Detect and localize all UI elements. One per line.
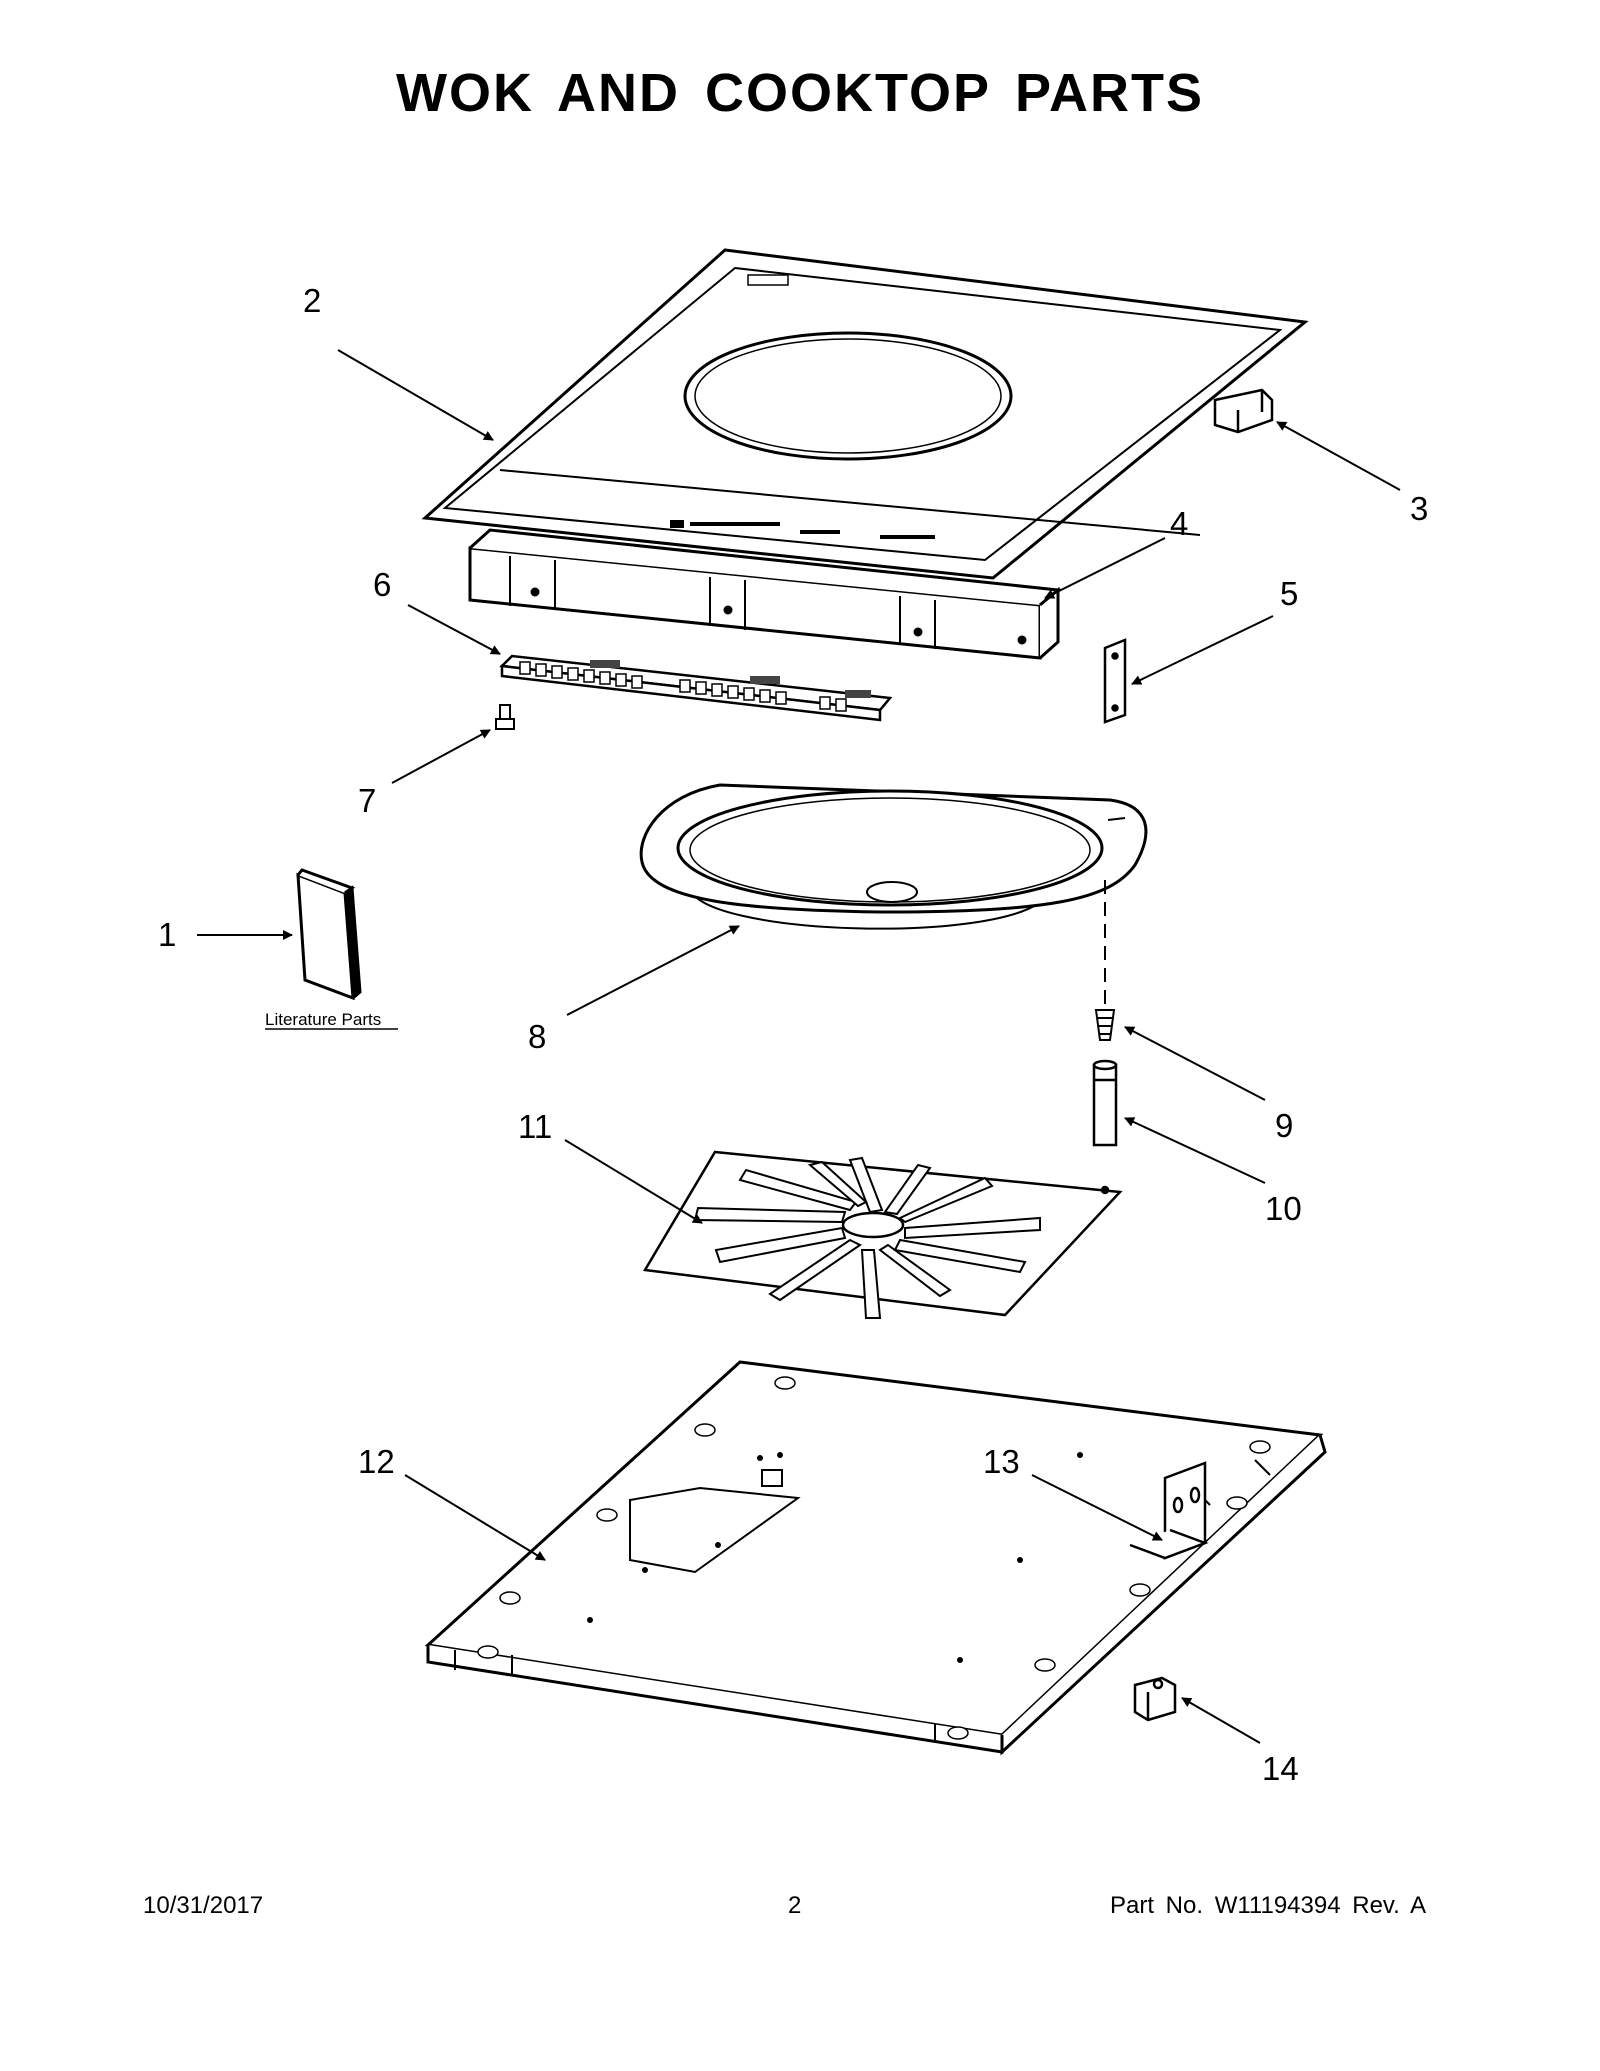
angle-bracket [1129, 1461, 1209, 1560]
leader-lines [197, 349, 1401, 1744]
callout-2: 2 [303, 282, 321, 319]
sensor-tube [1092, 1059, 1118, 1147]
clip-part-14 [1133, 1676, 1177, 1722]
bracket-part-3 [1213, 388, 1274, 434]
callout-5: 5 [1280, 575, 1298, 612]
callout-3: 3 [1410, 490, 1428, 527]
footer-part-number: Part No. W11194394 Rev. A [1110, 1892, 1427, 1919]
leader-line-11 [564, 1139, 703, 1224]
base-pan [424, 1360, 1327, 1756]
callout-14: 14 [1262, 1750, 1299, 1787]
leader-line-3 [1276, 421, 1401, 491]
mounting-strip [1103, 638, 1127, 724]
leader-line-12 [404, 1474, 546, 1561]
callout-8: 8 [528, 1018, 546, 1055]
callout-10: 10 [1265, 1190, 1302, 1227]
callout-9: 9 [1275, 1107, 1293, 1144]
leader-line-2 [337, 349, 494, 441]
leader-line-5 [1131, 615, 1274, 685]
callout-4: 4 [1170, 505, 1188, 542]
ferrite-plate [642, 1150, 1123, 1319]
connector-part-7 [495, 704, 515, 730]
leader-line-9 [1124, 1026, 1266, 1101]
literature-parts-label: Literature Parts [265, 1010, 381, 1029]
page-title: WOK AND COOKTOP PARTS [395, 63, 1205, 123]
callout-1: 1 [158, 916, 176, 953]
callout-13: 13 [983, 1443, 1020, 1480]
callout-7: 7 [358, 782, 376, 819]
leader-line-14 [1181, 1697, 1261, 1744]
cooktop-glass-top [421, 248, 1309, 580]
leader-line-4 [1044, 537, 1166, 599]
leader-line-13 [1031, 1474, 1163, 1541]
leader-line-8 [566, 925, 740, 1016]
callout-12: 12 [358, 1443, 395, 1480]
leader-line-10 [1124, 1117, 1266, 1184]
literature-booklet [296, 868, 362, 1001]
front-trim-rail [468, 528, 1062, 660]
spring-part-9 [1094, 1009, 1116, 1041]
footer-date: 10/31/2017 [143, 1892, 264, 1919]
leader-line-6 [407, 604, 501, 655]
callout-6: 6 [373, 566, 391, 603]
footer-page-number: 2 [788, 1892, 802, 1919]
control-board [499, 654, 893, 722]
leader-line-7 [391, 729, 491, 784]
wok-bowl-coil [639, 783, 1148, 930]
callout-11: 11 [518, 1108, 552, 1145]
